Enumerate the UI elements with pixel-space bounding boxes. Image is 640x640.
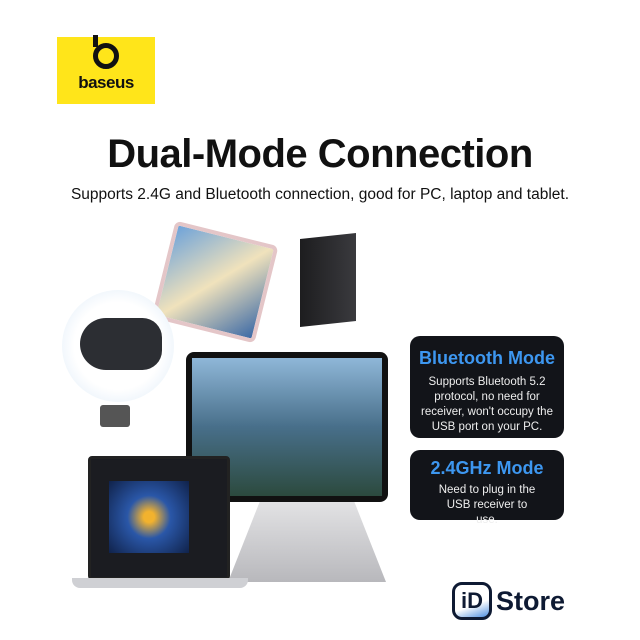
monitor-image [186, 352, 388, 502]
baseus-logo: baseus [57, 35, 155, 104]
card-title: 2.4GHz Mode [430, 458, 544, 478]
subtitle: Supports 2.4G and Bluetooth connection, … [70, 186, 570, 203]
idstore-name: Store [496, 585, 566, 616]
tablet-image [151, 220, 279, 344]
laptop-artwork [109, 481, 189, 553]
headline: Dual-Mode Connection [107, 132, 533, 176]
logo-text: baseus [78, 73, 134, 92]
bluetooth-mode-card: Bluetooth Mode Supports Bluetooth 5.2 pr… [410, 336, 564, 438]
monitor-stand [228, 502, 386, 582]
baseus-logo-mark-icon [93, 35, 119, 69]
card-desc: Need to plug in the USB receiver to use. [438, 484, 536, 526]
card-desc: Supports Bluetooth 5.2 protocol, no need… [421, 376, 553, 433]
usb-receiver-image [100, 405, 130, 427]
24ghz-mode-card: 2.4GHz Mode Need to plug in the USB rece… [410, 450, 564, 526]
laptop-image [88, 456, 230, 580]
mouse-image [80, 318, 162, 370]
laptop-base [72, 578, 248, 588]
idstore-badge: iD [452, 582, 492, 620]
card-title: Bluetooth Mode [419, 348, 555, 368]
desktop-pc-image [300, 233, 356, 327]
